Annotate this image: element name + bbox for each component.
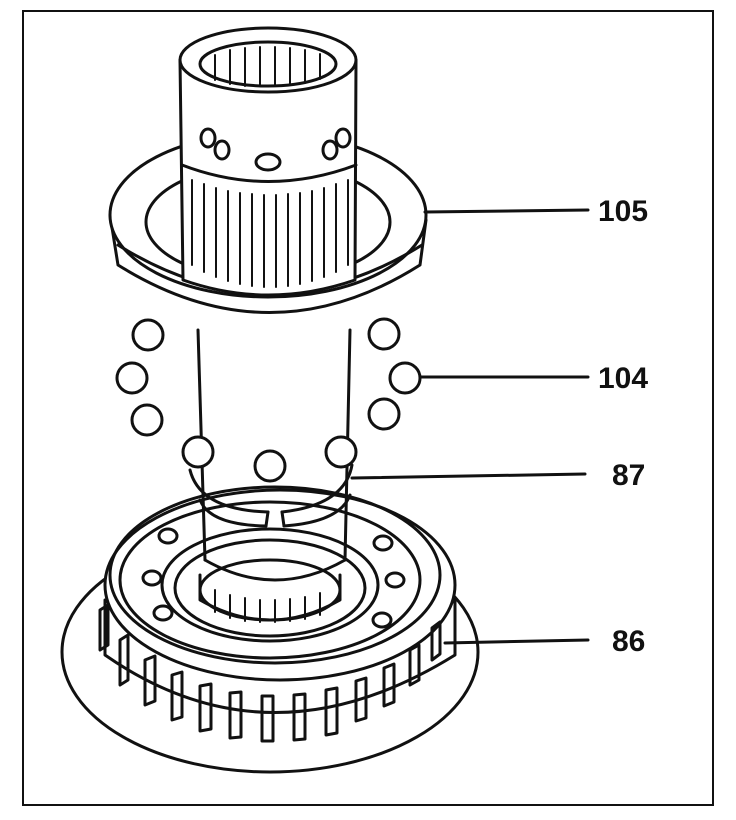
callout-104: 104 [598,362,648,395]
splined-sleeve [178,26,358,297]
leader-105 [423,208,590,214]
leader-87 [350,472,587,480]
leader-86 [443,638,590,645]
callout-87: 87 [612,459,645,492]
gear-assembly-86 [60,485,480,774]
callout-105: 105 [598,195,648,228]
gear-teeth [98,603,442,743]
leader-lines [350,208,590,645]
callout-86: 86 [612,625,645,658]
snap-ring-87 [188,463,354,528]
figure-frame [22,10,714,806]
balls-104 [115,317,422,483]
carrier-holes [141,527,406,629]
